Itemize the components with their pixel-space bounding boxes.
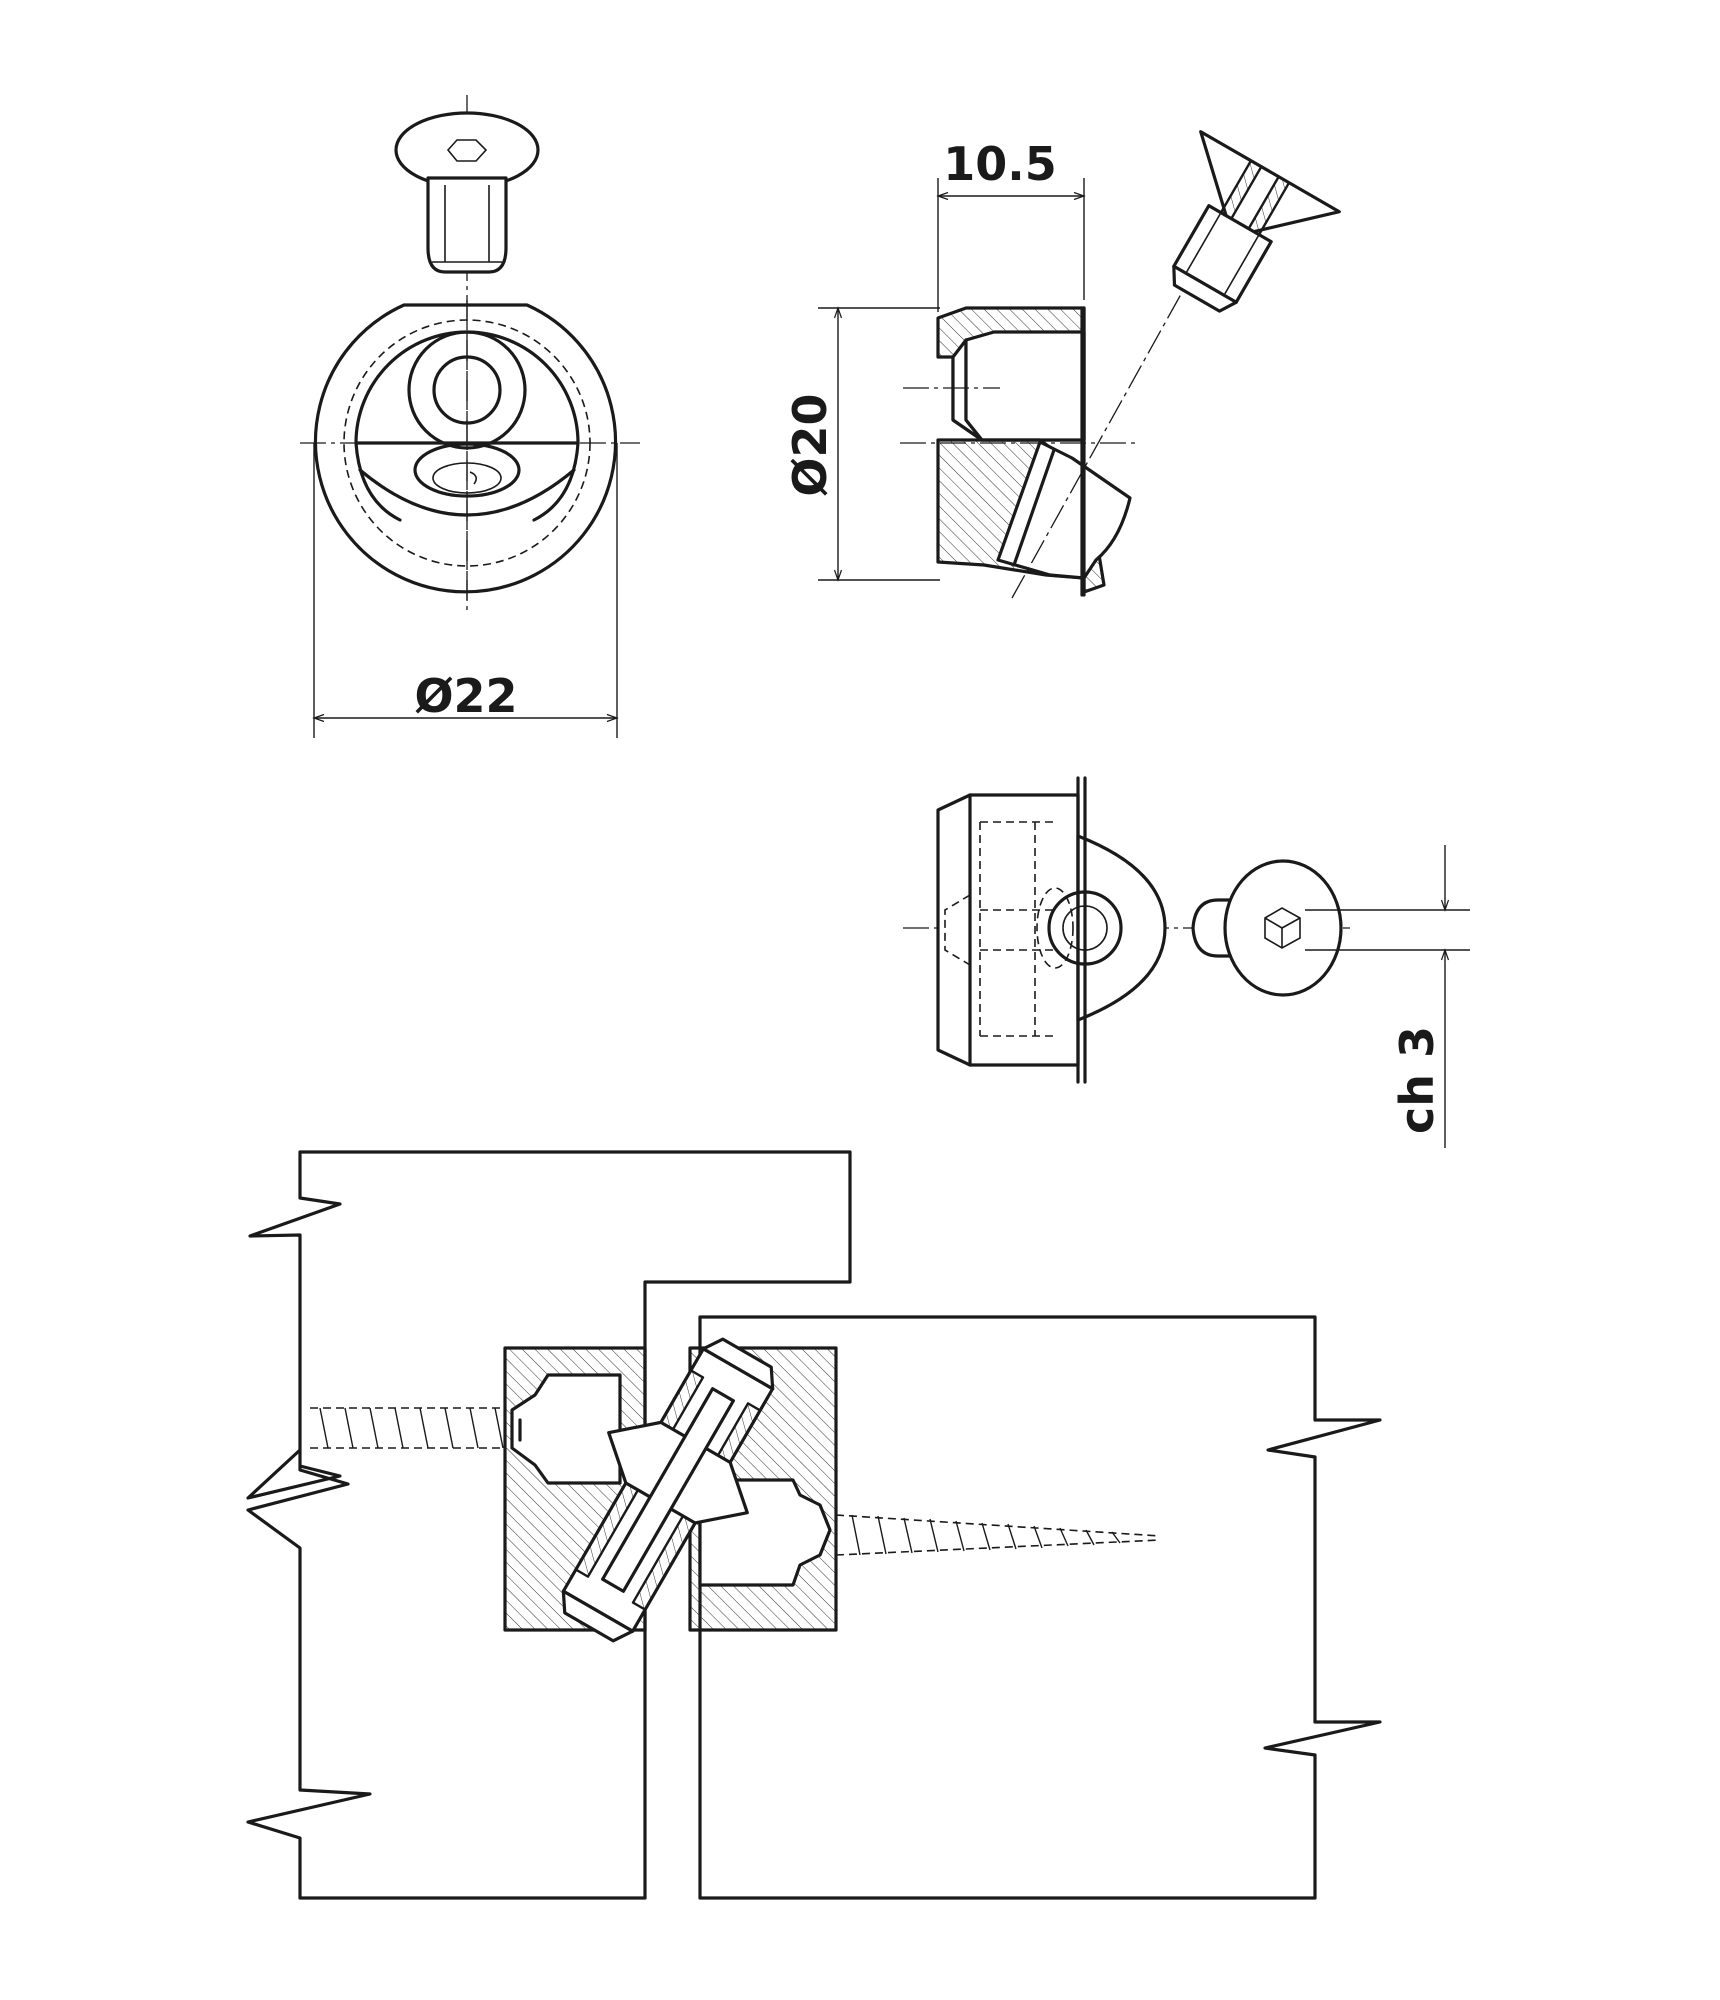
dim-label-depth: 10.5 xyxy=(943,137,1057,191)
dim-label-outer-diameter: Ø22 xyxy=(414,669,517,723)
side-section-view: 10.5 Ø20 xyxy=(783,130,1341,599)
central-connector xyxy=(561,1337,775,1643)
housing-front-view xyxy=(300,300,640,600)
screw-tilted xyxy=(1172,130,1341,313)
dim-label-hex-size: ch 3 xyxy=(1390,1026,1444,1134)
left-board xyxy=(246,1150,852,1900)
dim-outer-diameter: Ø22 xyxy=(312,443,619,738)
wood-screw-left xyxy=(310,1407,505,1449)
dim-label-body-diameter: Ø20 xyxy=(783,393,837,496)
wood-screw-right xyxy=(835,1514,1161,1556)
screw-top-view xyxy=(394,95,540,610)
front-view: Ø22 xyxy=(300,95,640,738)
side-elevation-view: ch 3 xyxy=(903,776,1470,1148)
dim-body-diameter: Ø20 xyxy=(783,306,940,582)
dim-hex-size: ch 3 xyxy=(1305,845,1470,1148)
assembly-view xyxy=(246,1150,1382,1900)
right-board xyxy=(698,1315,1382,1900)
screw-side-view xyxy=(1191,859,1343,997)
dim-depth: 10.5 xyxy=(936,137,1086,312)
